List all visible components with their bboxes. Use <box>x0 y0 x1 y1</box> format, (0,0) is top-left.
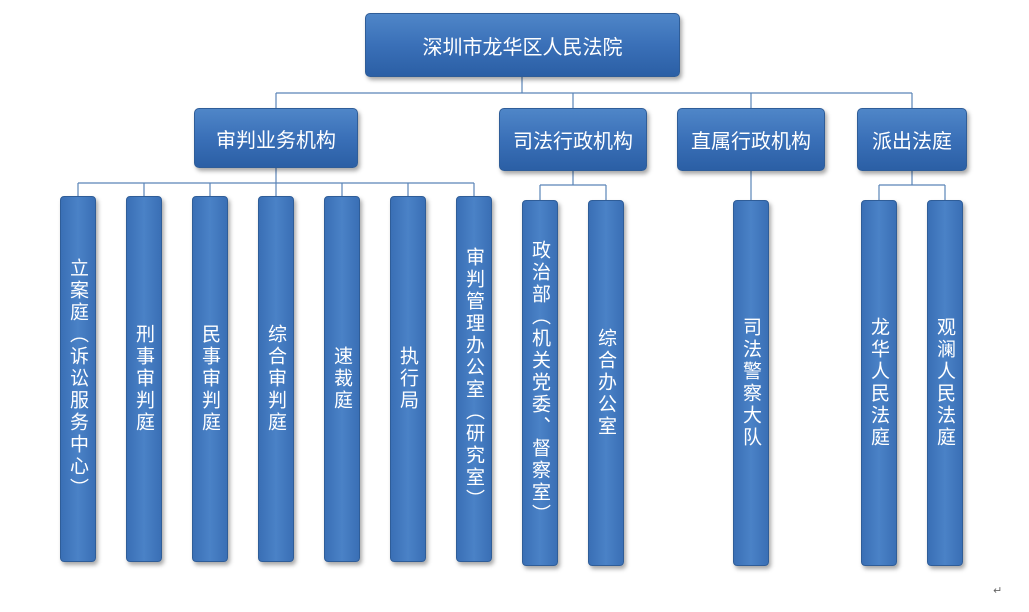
group-node-trial-business: 审判业务机构 <box>194 108 358 168</box>
leaf-filing-tribunal: 立案庭（诉讼服务中心） <box>60 196 96 562</box>
leaf-comprehensive-tribunal: 综合审判庭 <box>258 196 294 562</box>
root-label: 深圳市龙华区人民法院 <box>422 34 623 59</box>
leaf-longhua-court: 龙华人民法庭 <box>861 200 897 566</box>
leaf-label: 刑事审判庭 <box>133 324 155 434</box>
leaf-political-department: 政治部（机关党委、督察室） <box>522 200 558 566</box>
group-node-direct-admin: 直属行政机构 <box>677 108 825 171</box>
leaf-enforcement-bureau: 执行局 <box>390 196 426 562</box>
leaf-label: 龙华人民法庭 <box>868 317 890 449</box>
root-node: 深圳市龙华区人民法院 <box>365 13 680 77</box>
leaf-label: 速裁庭 <box>331 346 353 412</box>
leaf-trial-management-office: 审判管理办公室（研究室） <box>456 196 492 562</box>
leaf-label: 观澜人民法庭 <box>934 317 956 449</box>
group-label: 直属行政机构 <box>691 129 811 153</box>
leaf-label: 民事审判庭 <box>199 324 221 434</box>
leaf-fast-track-tribunal: 速裁庭 <box>324 196 360 562</box>
leaf-label: 综合审判庭 <box>265 324 287 434</box>
group-label: 审判业务机构 <box>216 127 336 152</box>
leaf-judicial-police: 司法警察大队 <box>733 200 769 566</box>
paragraph-mark: ↵ <box>993 584 1003 597</box>
group-label: 司法行政机构 <box>513 129 633 153</box>
leaf-label: 综合办公室 <box>595 328 617 438</box>
leaf-guanlan-court: 观澜人民法庭 <box>927 200 963 566</box>
leaf-civil-tribunal: 民事审判庭 <box>192 196 228 562</box>
leaf-label: 政治部（机关党委、督察室） <box>529 240 551 526</box>
group-label: 派出法庭 <box>872 129 952 153</box>
group-node-dispatched-courts: 派出法庭 <box>857 108 967 171</box>
group-node-judicial-admin: 司法行政机构 <box>499 108 647 171</box>
leaf-label: 司法警察大队 <box>740 317 762 449</box>
leaf-label: 立案庭（诉讼服务中心） <box>67 258 89 500</box>
leaf-label: 执行局 <box>397 346 419 412</box>
leaf-criminal-tribunal: 刑事审判庭 <box>126 196 162 562</box>
leaf-label: 审判管理办公室（研究室） <box>463 247 485 511</box>
leaf-general-office: 综合办公室 <box>588 200 624 566</box>
